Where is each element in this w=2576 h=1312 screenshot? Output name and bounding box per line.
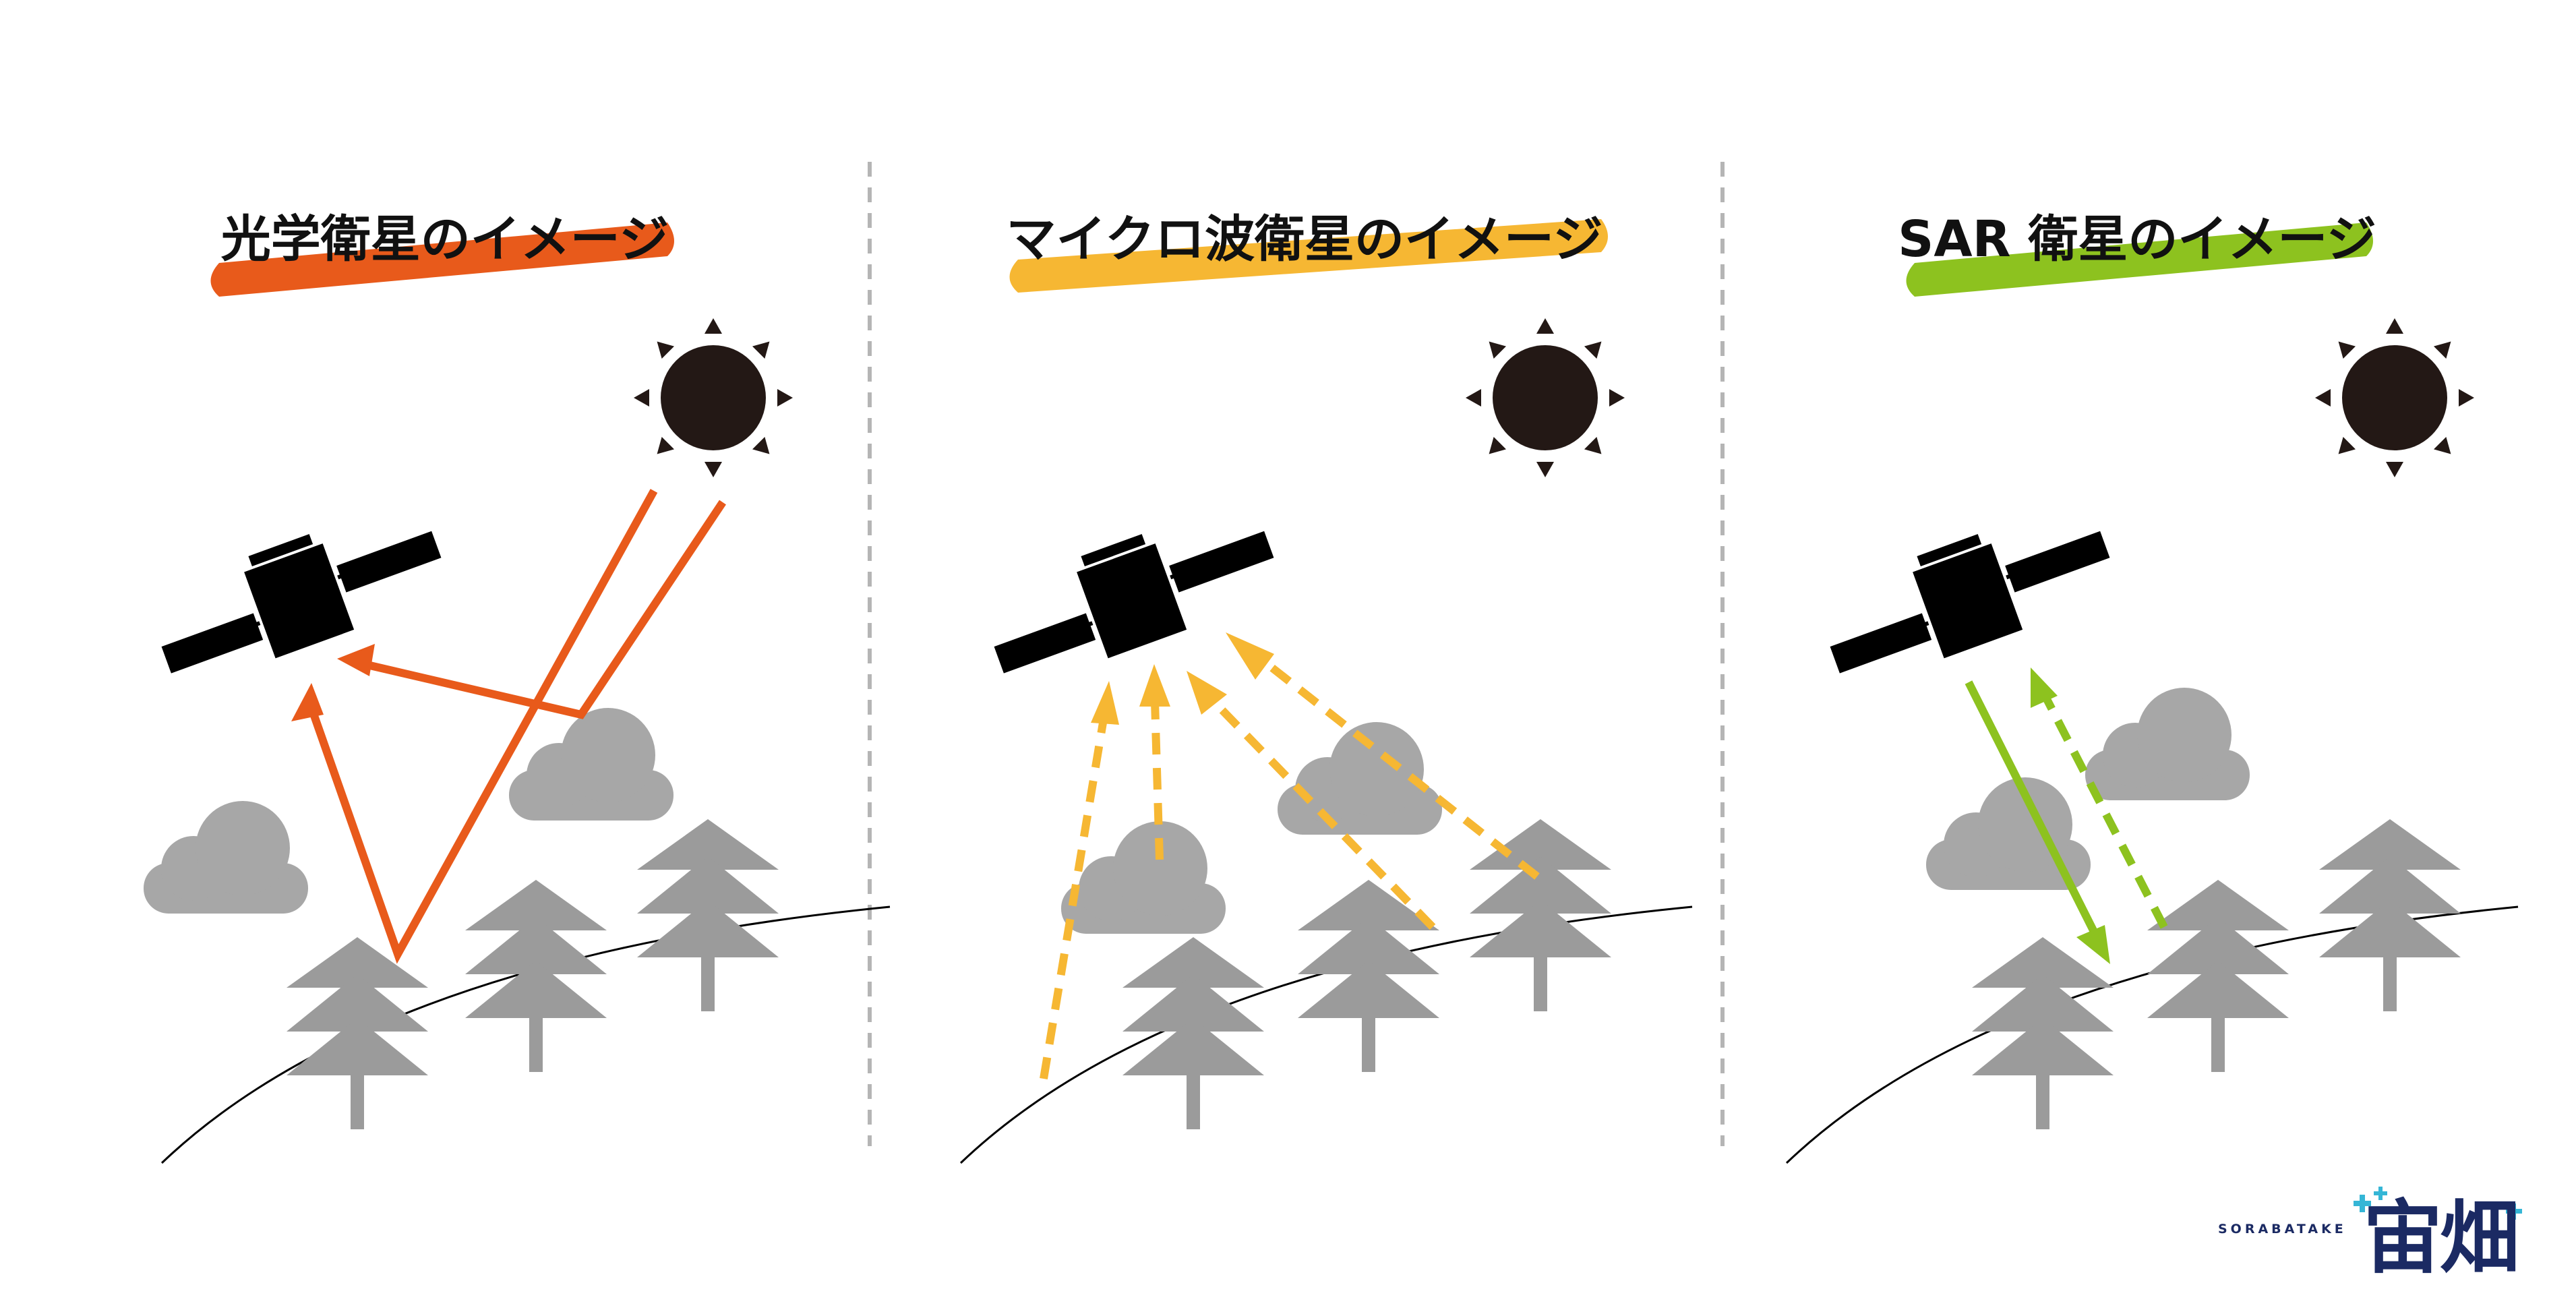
- tree-icon: [1298, 880, 1439, 1072]
- logo-sparkle-icon: [2354, 1187, 2522, 1220]
- optical-title-highlight: [210, 222, 674, 297]
- tree-icon: [2147, 880, 2289, 1072]
- microwave-panel: [959, 285, 1693, 1164]
- cloud-icon: [144, 801, 308, 914]
- sun-icon: [1433, 285, 1658, 510]
- sun-icon: [601, 285, 826, 510]
- tree-icon: [465, 880, 607, 1072]
- microwave-title-highlight: [1009, 219, 1608, 293]
- panel-title-optical: 光学衛星のイメージ: [220, 210, 669, 268]
- tree-icon: [1470, 819, 1611, 1011]
- tree-icon: [1122, 937, 1264, 1129]
- earth-surface-line: [160, 905, 891, 1164]
- cloud-icon: [509, 708, 673, 821]
- logo-kanji: 宙畑: [2363, 1191, 2519, 1284]
- sun-icon: [2282, 285, 2507, 510]
- tree-icon: [637, 819, 779, 1011]
- sar-title-highlight: [1906, 222, 2373, 297]
- tree-icon: [287, 937, 428, 1129]
- logo-romaji: SORABATAKE: [2218, 1222, 2347, 1236]
- tree-icon: [1972, 937, 2114, 1129]
- panel-title-microwave: マイクロ波衛星のイメージ: [1006, 210, 1603, 268]
- satellite-icon: [975, 494, 1287, 694]
- optical-panel: [142, 285, 891, 1164]
- satellite-icon: [1811, 494, 2123, 694]
- cloud-icon: [1061, 821, 1226, 934]
- sar-panel: [1785, 285, 2519, 1164]
- satellite-icon: [142, 494, 454, 694]
- cloud-icon: [2085, 688, 2250, 800]
- panel-title-sar: SAR 衛星のイメージ: [1898, 210, 2376, 268]
